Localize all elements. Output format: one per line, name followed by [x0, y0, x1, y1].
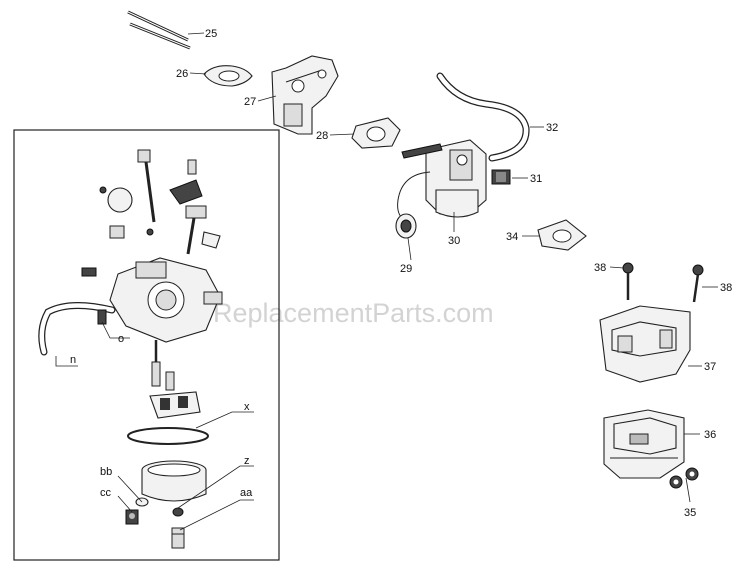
leader-lines [55, 32, 718, 531]
callout-26: 26 [176, 68, 188, 80]
callout-25: 25 [205, 28, 217, 40]
carburetor-kit-frame [13, 129, 280, 561]
callout-o: o [118, 333, 124, 345]
part-34-gasket [537, 219, 587, 251]
callout-37: 37 [704, 361, 716, 373]
callout-n: n [70, 354, 76, 366]
kit-float-bowl [141, 460, 207, 502]
kit-fuel-line [38, 301, 116, 356]
callout-x: x [244, 401, 250, 413]
part-30-carburetor [401, 139, 487, 218]
callout-bb: bb [100, 466, 112, 478]
kit-float [149, 391, 201, 419]
part-26-gasket [203, 65, 253, 87]
part-aa-drain-screw [171, 527, 185, 549]
callout-38-right: 38 [720, 282, 732, 294]
part-28-gasket [351, 117, 401, 149]
kit-throttle-shaft [99, 149, 156, 223]
kit-jets [151, 340, 175, 391]
part-38-screws [622, 262, 704, 303]
callout-36: 36 [704, 429, 716, 441]
part-37-cover [599, 305, 691, 383]
part-cc-bolt [125, 509, 139, 525]
callout-z: z [244, 455, 250, 467]
callout-cc: cc [100, 487, 112, 499]
callout-29: 29 [400, 263, 412, 275]
part-25-studs [127, 10, 191, 50]
callout-38-left: 38 [594, 262, 606, 274]
callout-31: 31 [530, 173, 542, 185]
part-27-bracket [271, 55, 339, 135]
part-z-washer [172, 507, 184, 517]
part-31-clamp [491, 169, 511, 185]
callout-30: 30 [448, 235, 460, 247]
callout-28: 28 [316, 130, 328, 142]
callout-aa: aa [240, 487, 253, 499]
kit-linkage-parts [81, 159, 221, 277]
callout-27: 27 [244, 96, 256, 108]
part-29-primer [395, 171, 431, 239]
part-35-nuts [669, 467, 699, 489]
callout-35: 35 [684, 507, 696, 519]
callout-32: 32 [546, 122, 558, 134]
part-36-block [603, 409, 685, 479]
callout-labels: 25 26 27 28 29 30 31 32 34 35 36 37 38 3… [70, 28, 732, 519]
kit-carburetor-body [109, 257, 223, 343]
callout-34: 34 [506, 231, 518, 243]
part-32-fuel-hose [436, 72, 530, 162]
watermark: eReplacementParts.com [198, 298, 494, 328]
part-x-oring [127, 427, 209, 445]
